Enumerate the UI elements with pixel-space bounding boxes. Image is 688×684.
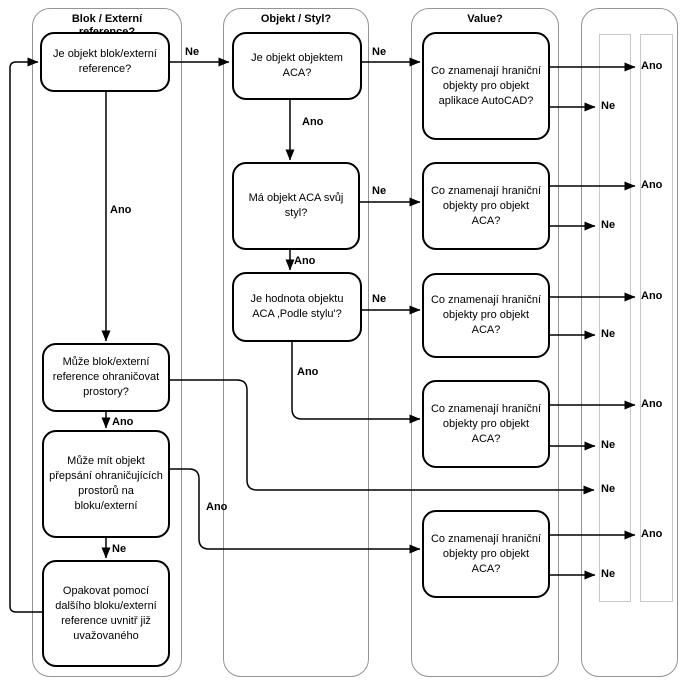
edge-label-ne: Ne bbox=[372, 185, 387, 197]
result-label-ne: Ne bbox=[601, 100, 616, 112]
decision-muze-prepsani: Může mít objekt přepsání ohraničujících … bbox=[42, 430, 170, 538]
lane-results bbox=[581, 8, 678, 677]
arrow-loop-back bbox=[9, 57, 42, 613]
arrow-c1b3-ano-long bbox=[170, 468, 421, 554]
edge-label-ano: Ano bbox=[206, 501, 228, 513]
result-label-ne: Ne bbox=[601, 328, 616, 340]
edge-label-ne: Ne bbox=[372, 293, 387, 305]
arrow-c2b3-ano bbox=[291, 342, 421, 424]
decision-podle-stylu: Je hodnota objektu ACA ‚Podle stylu'? bbox=[232, 272, 362, 342]
value-box-autocad: Co znamenají hraniční objekty pro objekt… bbox=[422, 32, 550, 140]
result-slot-ne bbox=[599, 34, 631, 602]
result-slot-ano bbox=[640, 34, 673, 602]
result-label-ne: Ne bbox=[601, 568, 616, 580]
edge-label-ano: Ano bbox=[294, 255, 316, 267]
value-box-aca-4: Co znamenají hraniční objekty pro objekt… bbox=[422, 510, 550, 598]
result-label-ano: Ano bbox=[641, 290, 663, 302]
value-box-aca-3: Co znamenají hraniční objekty pro objekt… bbox=[422, 380, 550, 468]
result-label-ano: Ano bbox=[641, 179, 663, 191]
edge-label-ne: Ne bbox=[185, 46, 200, 58]
edge-label-ano: Ano bbox=[297, 366, 319, 378]
edge-label-ano: Ano bbox=[112, 416, 134, 428]
lane-title: Objekt / Styl? bbox=[260, 13, 332, 25]
result-label-ano: Ano bbox=[641, 528, 663, 540]
lane-title: Value? bbox=[467, 13, 503, 25]
edge-label-ne: Ne bbox=[112, 543, 127, 555]
process-opakovat: Opakovat pomocí dalšího bloku/externí re… bbox=[42, 560, 170, 667]
result-label-ne: Ne bbox=[601, 439, 616, 451]
edge-label-ano: Ano bbox=[110, 204, 132, 216]
decision-ma-styl: Má objekt ACA svůj styl? bbox=[232, 162, 360, 250]
value-box-aca-1: Co znamenají hraniční objekty pro objekt… bbox=[422, 162, 550, 250]
decision-je-objekt-blok: Je objekt blok/externí reference? bbox=[40, 32, 170, 92]
result-label-ne: Ne bbox=[601, 483, 616, 495]
decision-objekt-aca: Je objekt objektem ACA? bbox=[232, 32, 362, 100]
edge-label-ne: Ne bbox=[372, 46, 387, 58]
result-label-ne: Ne bbox=[601, 219, 616, 231]
result-label-ano: Ano bbox=[641, 398, 663, 410]
result-label-ano: Ano bbox=[641, 60, 663, 72]
lane-objekt-styl: Objekt / Styl? bbox=[223, 8, 369, 677]
edge-label-ano: Ano bbox=[302, 116, 324, 128]
arrow-c1b2-ne-long bbox=[170, 379, 595, 495]
value-box-aca-2: Co znamenají hraniční objekty pro objekt… bbox=[422, 273, 550, 358]
decision-muze-ohranicovat: Může blok/externí reference ohraničovat … bbox=[42, 343, 170, 412]
